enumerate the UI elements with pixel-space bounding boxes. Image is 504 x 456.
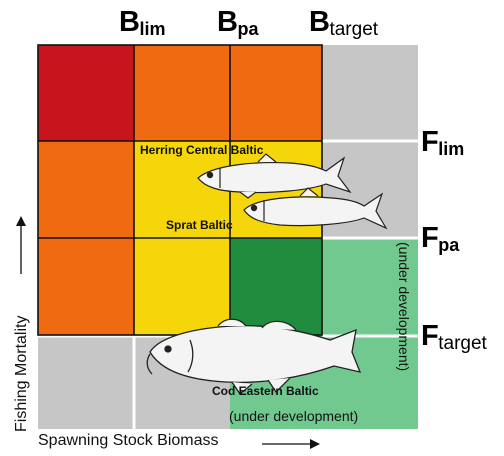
ref-b-lim-main: B [119, 6, 140, 38]
cell-r1-c3 [230, 45, 322, 141]
ref-f-target-main: F [421, 320, 439, 352]
stock-label-cod: Cod Eastern Baltic [212, 384, 319, 398]
ref-f-target: Ftarget [421, 320, 487, 354]
sprat-fish [243, 187, 388, 230]
x-axis-arrow [262, 439, 320, 449]
y-axis-label: Fishing Mortality [13, 316, 31, 432]
ref-b-pa-main: B [217, 6, 238, 38]
cell-r3-c4 [322, 238, 418, 335]
ref-b-target-main: B [309, 6, 330, 38]
cell-r4-c1 [38, 335, 134, 429]
cell-r3-c2 [134, 238, 230, 335]
cell-r2-c2 [134, 141, 230, 238]
cell-r1-c4 [322, 45, 418, 141]
under-development-side: (under development) [396, 242, 412, 372]
ref-f-target-sub: target [438, 333, 487, 354]
cod-fish [146, 318, 362, 395]
ref-b-target-sub: target [329, 19, 379, 40]
cell-r1-c2 [134, 45, 230, 141]
y-axis-text: Fishing Mortality [13, 315, 30, 432]
ref-f-lim: Flim [421, 126, 464, 159]
ref-b-lim-sub: lim [139, 19, 166, 39]
cell-r1-c1 [38, 45, 134, 141]
x-axis-label: Spawning Stock Biomass [38, 432, 219, 450]
stock-label-sprat: Sprat Baltic [166, 218, 233, 232]
ref-f-pa-sub: pa [438, 235, 460, 255]
ref-b-pa-sub: pa [237, 19, 259, 39]
ref-b-lim: Blim [119, 6, 165, 39]
y-axis-arrow [16, 216, 26, 274]
ref-b-pa: Bpa [217, 6, 258, 39]
cell-r3-c3 [230, 238, 322, 335]
ref-f-pa-main: F [421, 222, 439, 254]
ref-b-target: Btarget [309, 6, 379, 40]
ref-f-lim-main: F [421, 126, 439, 158]
stock-label-herring: Herring Central Baltic [140, 143, 264, 157]
x-axis-text: Spawning Stock Biomass [38, 432, 219, 449]
ref-f-pa: Fpa [421, 222, 459, 255]
cell-r2-c1 [38, 141, 134, 238]
under-development-bottom: (under development) [229, 408, 359, 424]
ref-f-lim-sub: lim [438, 139, 465, 159]
cell-r3-c1 [38, 238, 134, 335]
herring-fish [197, 153, 352, 199]
